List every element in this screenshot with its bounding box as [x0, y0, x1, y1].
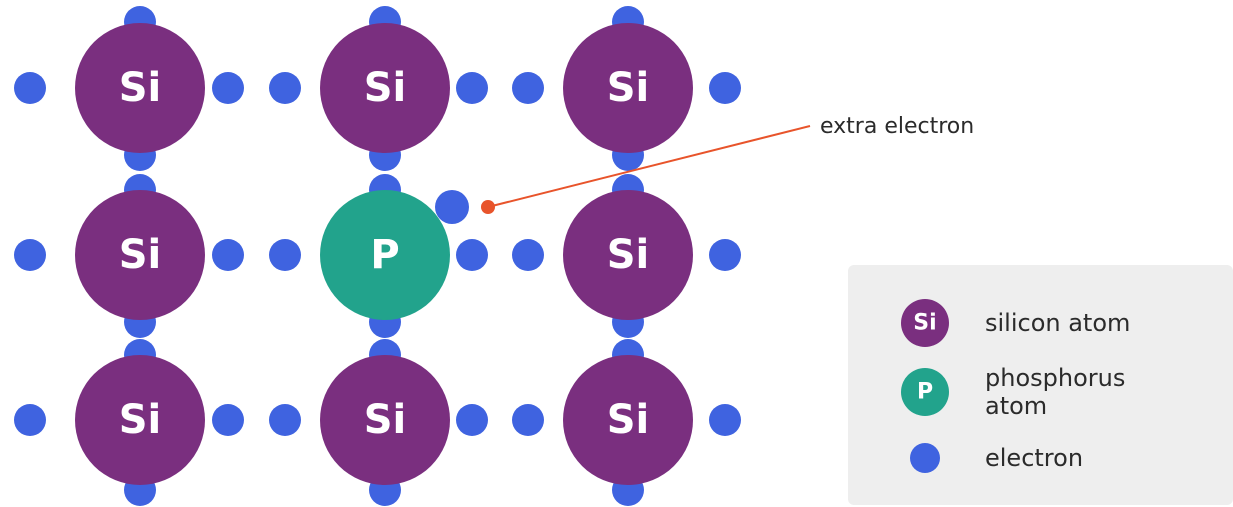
atom-symbol: Si — [119, 232, 162, 278]
bond-electron — [512, 404, 544, 436]
silicon-atom: Si — [75, 190, 205, 320]
atom-symbol: Si — [607, 397, 650, 443]
silicon-atom: Si — [75, 23, 205, 153]
atom-circle — [320, 190, 450, 320]
bond-electron — [14, 404, 46, 436]
callout-label: extra electron — [820, 114, 974, 139]
bond-electron — [14, 72, 46, 104]
legend-swatch-symbol: Si — [913, 311, 936, 336]
bond-electron — [212, 72, 244, 104]
atom-symbol: P — [370, 232, 399, 278]
bond-electron — [269, 404, 301, 436]
extra-electron-marker — [481, 200, 495, 214]
atom-symbol: Si — [364, 397, 407, 443]
bond-electron — [709, 239, 741, 271]
bond-electron — [709, 404, 741, 436]
bond-electron — [456, 239, 488, 271]
legend-label: electron — [985, 444, 1083, 472]
atom-circle — [563, 355, 693, 485]
atom-symbol: Si — [119, 65, 162, 111]
atom-circle — [75, 355, 205, 485]
silicon-atom: Si — [563, 190, 693, 320]
silicon-atom: Si — [563, 23, 693, 153]
bond-electron — [14, 239, 46, 271]
silicon-atom: Si — [320, 23, 450, 153]
legend-label: atom — [985, 392, 1047, 420]
bond-electron — [512, 239, 544, 271]
legend-item-electron: electron — [910, 443, 1083, 473]
atom-symbol: Si — [607, 65, 650, 111]
legend-electron-swatch — [910, 443, 940, 473]
bond-electron — [269, 72, 301, 104]
bond-electron — [212, 239, 244, 271]
atom-circle — [563, 23, 693, 153]
legend-phosphorus-swatch — [901, 368, 949, 416]
extra-electron — [435, 190, 469, 224]
extra-electron-callout: extra electron — [435, 114, 974, 224]
atom-symbol: Si — [364, 65, 407, 111]
atom-circle — [75, 23, 205, 153]
atom-symbol: Si — [607, 232, 650, 278]
silicon-atom: Si — [563, 355, 693, 485]
callout-leader-line — [487, 125, 811, 208]
legend-label: silicon atom — [985, 309, 1130, 337]
legend-item-silicon: Si silicon atom — [901, 299, 1130, 347]
atom-circle — [75, 190, 205, 320]
silicon-atom: Si — [320, 355, 450, 485]
legend-silicon-swatch — [901, 299, 949, 347]
legend-swatch-symbol: P — [917, 380, 933, 405]
bond-electron — [456, 404, 488, 436]
atom-circle — [563, 190, 693, 320]
bond-electron — [709, 72, 741, 104]
bond-electron — [212, 404, 244, 436]
atom-circle — [320, 355, 450, 485]
silicon-atom: Si — [75, 355, 205, 485]
atom-circle — [320, 23, 450, 153]
phosphorus-atom: P — [320, 190, 450, 320]
legend-label: phosphorus — [985, 364, 1125, 392]
bond-electron — [456, 72, 488, 104]
bond-electron — [512, 72, 544, 104]
bond-electron — [269, 239, 301, 271]
atom-symbol: Si — [119, 397, 162, 443]
